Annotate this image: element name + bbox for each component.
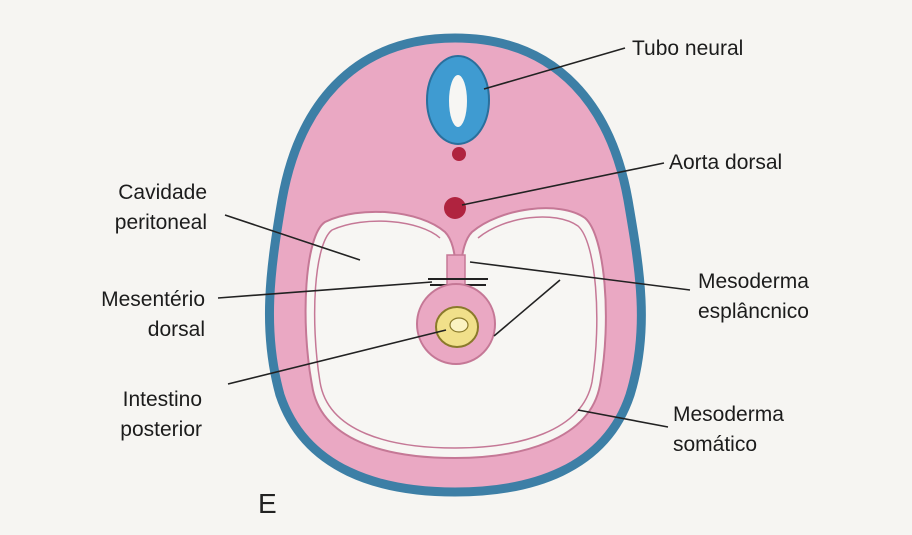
label-tubo-neural: Tubo neural [632, 34, 743, 64]
label-meso-som-line2: somático [673, 430, 784, 460]
label-mesenterio-dorsal: Mesentério dorsal [30, 285, 205, 345]
label-intestino-line2: posterior [60, 415, 202, 445]
label-meso-espl-line2: esplâncnico [698, 297, 809, 327]
neural-canal [449, 75, 467, 127]
label-mesoderma-somatico: Mesoderma somático [673, 400, 784, 460]
aorta-dot-small [452, 147, 466, 161]
label-mesenterio-line2: dorsal [30, 315, 205, 345]
label-mesoderma-esplancnico: Mesoderma esplâncnico [698, 267, 809, 327]
label-tubo-neural-text: Tubo neural [632, 37, 743, 60]
label-mesenterio-line1: Mesentério [30, 285, 205, 315]
label-meso-som-line1: Mesoderma [673, 400, 784, 430]
label-aorta-dorsal-text: Aorta dorsal [669, 151, 782, 174]
label-aorta-dorsal: Aorta dorsal [669, 148, 782, 178]
label-cavidade-line1: Cavidade [62, 178, 207, 208]
label-meso-espl-line1: Mesoderma [698, 267, 809, 297]
hindgut-lumen [450, 318, 468, 332]
label-intestino-line1: Intestino [60, 385, 202, 415]
label-intestino-posterior: Intestino posterior [60, 385, 202, 445]
label-cavidade-peritoneal: Cavidade peritoneal [62, 178, 207, 238]
panel-letter: E [258, 488, 277, 520]
label-cavidade-line2: peritoneal [62, 208, 207, 238]
aorta-dorsal-dot [444, 197, 466, 219]
dorsal-mesentery [447, 255, 465, 285]
